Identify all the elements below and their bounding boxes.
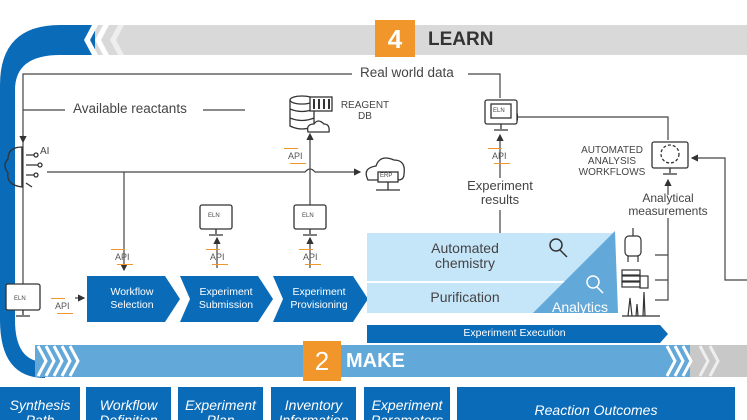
make-number-box: [303, 341, 341, 381]
analytics-label: Analytics: [552, 299, 609, 315]
instrument-icons: [621, 228, 660, 317]
api-label-results: API: [488, 148, 510, 164]
api-label-provisioning: API: [299, 249, 321, 265]
step-arrow-2: [180, 276, 273, 322]
experiment-execution-bar: [367, 325, 668, 343]
ai-label: AI: [40, 146, 50, 157]
eln-label-left: ELN: [14, 296, 26, 302]
eln-label-results: ELN: [493, 108, 505, 114]
learn-number-box: [375, 20, 415, 57]
learn-number: 4: [387, 24, 403, 54]
available-reactants-label: Available reactants: [73, 101, 187, 116]
chevrons-make: [36, 345, 720, 377]
eln-monitor-icon-results: [484, 99, 518, 131]
purification-label: Purification: [430, 289, 500, 305]
analysis-monitor-icon: [651, 141, 689, 175]
make-label: MAKE: [346, 350, 405, 372]
make-band: [35, 345, 700, 377]
eln-monitor-icon-provisioning: [293, 204, 327, 236]
step-arrow-1: [87, 276, 180, 322]
make-number: 2: [314, 346, 330, 376]
api-label-workflow: API: [111, 249, 133, 265]
learn-band: [95, 25, 747, 55]
chevrons-top: [84, 25, 124, 55]
step-arrow-3: [273, 276, 368, 322]
search-icon: [549, 238, 568, 258]
real-world-data-label: Real world data: [360, 65, 454, 80]
api-label-submission: API: [206, 249, 228, 265]
eln-monitor-icon-left: [5, 283, 41, 317]
erp-label: ERP: [380, 173, 393, 179]
eln-label-provisioning: ELN: [302, 213, 314, 219]
eln-monitor-icon-submission: [199, 204, 233, 236]
erp-cloud-icon: [365, 157, 405, 191]
output-reaction-outcomes: Reaction Outcomes: [457, 387, 735, 420]
api-label-reagent: API: [284, 148, 306, 164]
ai-brain-icon: [4, 146, 43, 188]
learn-label: LEARN: [428, 29, 494, 50]
database-icon: [289, 95, 333, 133]
search-icon-analytics: [586, 275, 604, 294]
api-label-left: API: [51, 298, 73, 314]
left-loop-band: [0, 25, 95, 378]
analytics-triangle: [533, 231, 618, 313]
eln-label-submission: ELN: [208, 213, 220, 219]
experiment-execution-label: Experiment Execution: [463, 327, 566, 339]
